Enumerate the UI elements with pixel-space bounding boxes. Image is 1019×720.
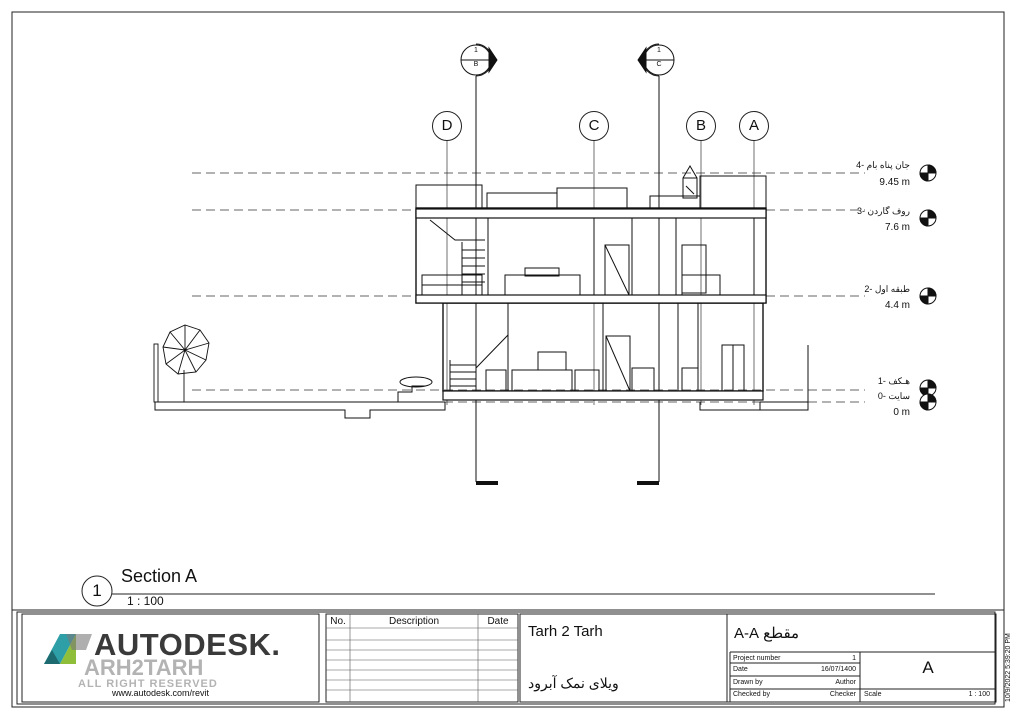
view-title: Section A: [121, 566, 198, 586]
grid-bubble-a: A: [739, 111, 769, 141]
level-name-4: جان پناه بام -4: [856, 160, 910, 170]
view-number: 1: [92, 581, 102, 600]
level-elevation-2: 4.4 m: [884, 300, 910, 311]
autodesk-logo-icon: [44, 634, 92, 664]
level-name-2: طبقه اول -2: [864, 284, 910, 294]
project-number-label: Project number: [733, 655, 781, 662]
sheet-name: مقطع A-A: [734, 625, 800, 642]
grid-bubble-b: B: [686, 111, 716, 141]
level-name-0: سایت -0: [877, 391, 910, 401]
project-number-value: 1: [852, 655, 856, 662]
rev-header-description: Description: [388, 616, 440, 627]
building-section: [397, 165, 767, 402]
rev-header-no: No.: [330, 616, 346, 627]
level-name-1: هـكف -1: [877, 376, 910, 386]
checked-by-label: Checked by: [733, 691, 770, 698]
scale-label: Scale: [864, 691, 882, 698]
tree-icon: [153, 324, 210, 403]
project-name: ویلای نمک آبرود: [528, 675, 619, 691]
drawn-by-value: Author: [835, 679, 856, 686]
sheet-number: A: [922, 658, 934, 677]
section-marker-2-top: 1: [657, 47, 661, 54]
office-name: Tarh 2 Tarh: [528, 623, 603, 640]
view-scale: 1 : 100: [127, 594, 164, 608]
level-elevation-3: 7.6 m: [884, 222, 910, 233]
grid-lines: [446, 140, 755, 405]
drawn-by-label: Drawn by: [733, 679, 763, 686]
grid-bubble-c: C: [579, 111, 609, 141]
level-elevation-4: 9.45 m: [879, 177, 910, 188]
watermark-line2: ALL RIGHT RESERVED: [78, 678, 218, 690]
view-number-circle: [81, 575, 113, 607]
scale-value: 1 : 100: [968, 691, 990, 698]
watermark-line1: ARH2TARH: [84, 655, 204, 680]
grid-bubble-d: D: [432, 111, 462, 141]
sheet-border: [11, 11, 1005, 708]
date-label: Date: [733, 666, 748, 673]
section-cut-lines: [460, 43, 675, 485]
ground-line: [154, 345, 809, 419]
level-name-3: روف گاردن -3: [856, 206, 910, 216]
print-timestamp: 10/9/2022 5:39:20 PM: [1005, 633, 1012, 702]
checked-by-value: Checker: [829, 691, 856, 698]
section-marker-1-bottom: B: [473, 61, 479, 68]
section-marker-1-top: 1: [474, 47, 478, 54]
section-marker-2-bottom: C: [656, 61, 662, 68]
level-heads: [919, 164, 937, 411]
autodesk-logo-text: AUTODESK.: [94, 627, 281, 662]
rev-header-date: Date: [487, 616, 509, 627]
revision-table-grid: [326, 614, 518, 702]
title-block-lines: [21, 613, 997, 703]
date-value: 16/07/1400: [820, 666, 856, 673]
level-elevation-0: 0 m: [893, 407, 910, 418]
website-text: www.autodesk.com/revit: [112, 688, 210, 698]
title-block-inner-border: [16, 611, 996, 705]
